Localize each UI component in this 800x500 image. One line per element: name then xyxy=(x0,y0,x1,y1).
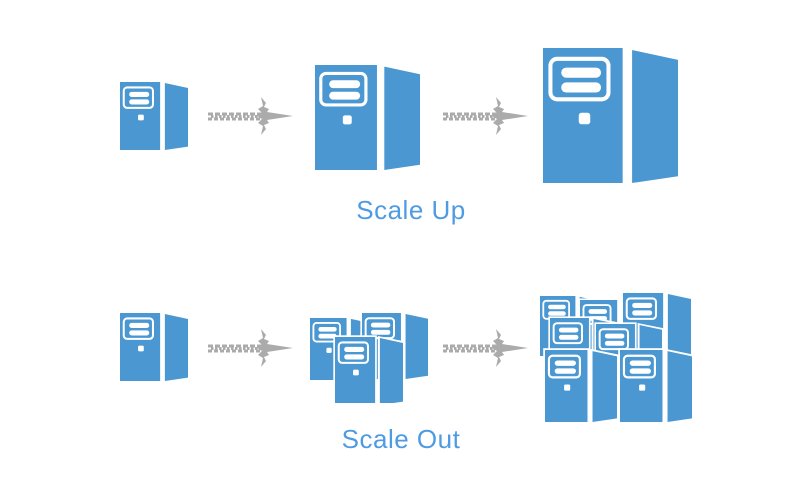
scale-out-label: Scale Out xyxy=(341,424,461,454)
arrow-right-icon xyxy=(206,95,295,137)
server-icon-small xyxy=(120,313,188,381)
server-cluster-small xyxy=(310,311,430,403)
server-icon-medium xyxy=(315,65,420,170)
server-icon-large xyxy=(543,48,678,183)
arrow-right-icon xyxy=(441,95,530,137)
arrow-right-icon xyxy=(441,327,530,369)
arrow-right-icon xyxy=(206,327,295,369)
server-icon-small xyxy=(120,82,188,150)
scale-up-label: Scale Up xyxy=(356,195,466,225)
server-cluster-large xyxy=(540,293,693,423)
